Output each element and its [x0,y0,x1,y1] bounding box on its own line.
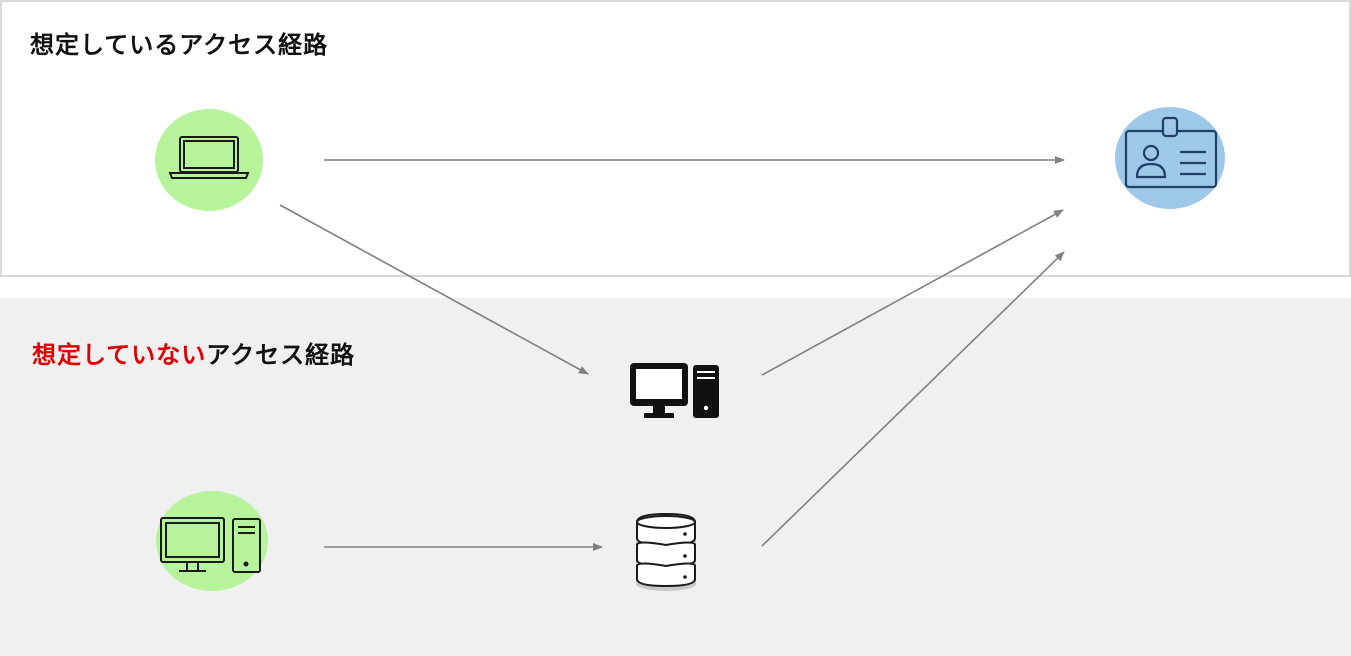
id-card-node [1115,107,1225,209]
database-icon [636,512,696,591]
laptop-icon [168,136,250,179]
database-node [636,512,696,591]
expected-access-title: 想定しているアクセス経路 [30,31,329,59]
unexpected-access-title-rest: アクセス経路 [206,341,356,369]
arrow-server-to-idcard [761,209,1064,376]
desktop-computer-icon [160,517,261,573]
unexpected-access-panel [0,298,1351,656]
user-desktop-node [156,491,268,591]
unexpected-access-title-highlight: 想定していない [32,341,207,369]
arrow-database-to-idcard [761,251,1065,547]
workstation-icon [630,363,719,418]
intermediate-server-node [630,363,719,418]
id-card-icon [1124,116,1218,189]
user-laptop-node [155,109,263,211]
unexpected-access-title: 想定していないアクセス経路 [32,335,355,370]
arrow-laptop-to-server [279,204,589,375]
